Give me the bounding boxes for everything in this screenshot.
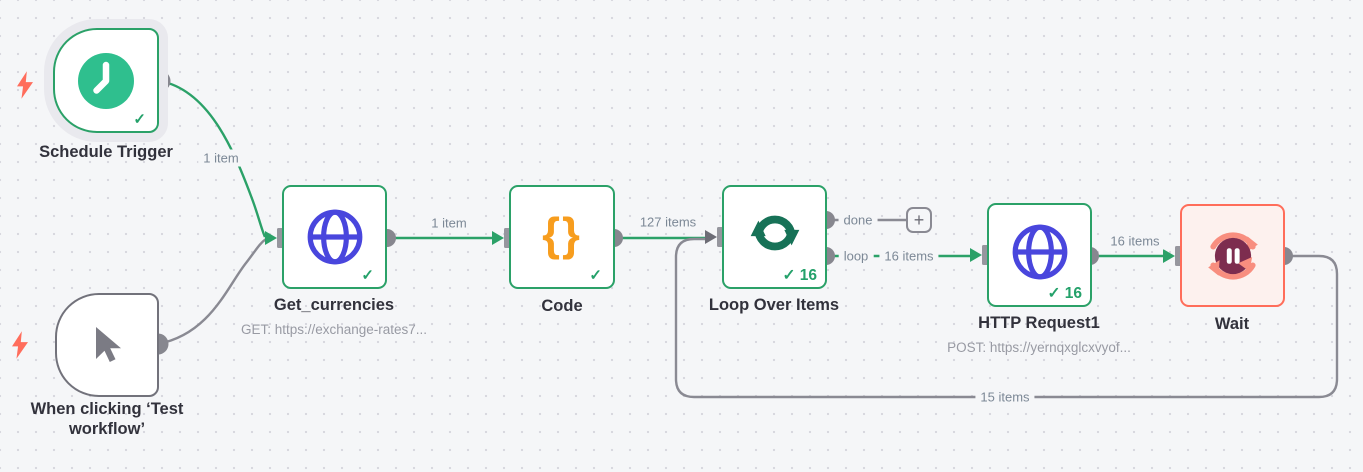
loop-icon [724, 187, 825, 279]
items-label-get-to-code: 1 item [426, 214, 472, 232]
node-label-get-currencies: Get_currencies [273, 296, 395, 314]
items-label-loop-to-http: 16 items [879, 247, 939, 265]
success-check-icon: ✓ [589, 267, 602, 284]
clock-icon [55, 30, 157, 131]
node-label-schedule-trigger: Schedule Trigger [39, 143, 173, 161]
node-label-http-request1: HTTP Request1 [978, 314, 1100, 332]
items-label-code-to-loop: 127 items [634, 213, 702, 231]
input-arrow-get [265, 231, 277, 245]
braces-icon: {} [542, 208, 582, 260]
items-label-http-to-wait: 16 items [1105, 232, 1165, 250]
connection-manual-to-get[interactable] [157, 238, 267, 346]
trigger-bolt-icon [12, 331, 28, 359]
node-label-code: Code [541, 297, 583, 315]
input-arrow-http [970, 248, 982, 262]
output-label-done: done [838, 211, 878, 229]
items-label-schedule-to-get: 1 item [198, 149, 244, 167]
node-label-loop-over-items: Loop Over Items [708, 296, 840, 314]
node-label-wait: Wait [1214, 315, 1250, 333]
node-code[interactable]: {} ✓ [509, 185, 615, 289]
node-label-manual-trigger: When clicking ‘Test workflow’ [30, 400, 184, 438]
node-http-request1[interactable]: ✓ 16 [987, 203, 1092, 307]
add-node-button[interactable]: + [906, 207, 932, 233]
success-check-icon: ✓ [133, 111, 146, 128]
input-arrow-wait [1163, 249, 1175, 263]
node-loop-over-items[interactable]: ✓ 16 [722, 185, 827, 289]
input-arrow-code [492, 231, 504, 245]
node-subtitle-http-request1: POST: https://yernqxglcxvyof... [947, 340, 1131, 355]
run-count-badge: ✓ 16 [1047, 285, 1082, 302]
node-manual-trigger[interactable] [55, 293, 159, 397]
output-label-loop: loop [838, 247, 874, 265]
node-get-currencies[interactable]: ✓ [282, 185, 387, 289]
connection-schedule-to-get[interactable] [159, 79, 267, 238]
trigger-bolt-icon [17, 71, 33, 99]
pause-refresh-icon [1182, 206, 1283, 305]
run-count-badge: ✓ 16 [782, 267, 817, 284]
globe-icon [284, 187, 385, 287]
cursor-icon [57, 295, 157, 395]
input-arrow-loop [705, 230, 717, 244]
node-schedule-trigger[interactable]: ✓ [53, 28, 159, 133]
node-wait[interactable] [1180, 204, 1285, 307]
success-check-icon: ✓ [361, 267, 374, 284]
node-subtitle-get-currencies: GET: https://exchange-rates7... [240, 322, 428, 337]
globe-icon [989, 205, 1090, 299]
items-label-wait-loopback: 15 items [975, 388, 1035, 406]
